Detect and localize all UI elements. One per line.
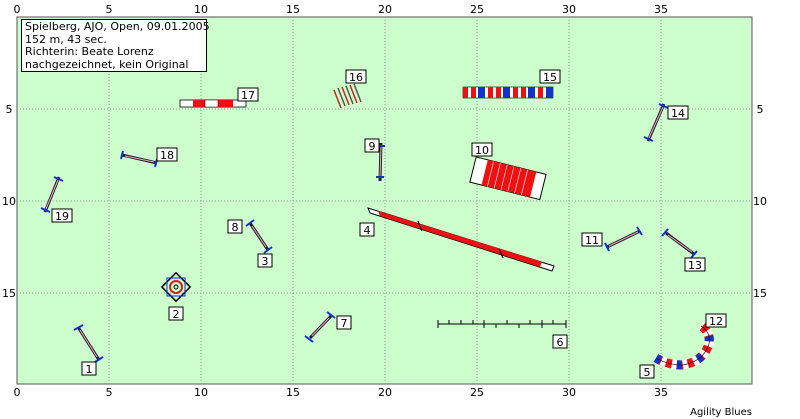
y-tick: 10 xyxy=(2,195,16,208)
obstacle-2-label: 2 xyxy=(173,308,180,321)
x-tick: 15 xyxy=(286,3,300,16)
obstacle-12-label: 12 xyxy=(709,315,723,328)
x-tick: 30 xyxy=(562,386,576,399)
obstacle-5-tunnel xyxy=(653,322,714,370)
x-tick: 35 xyxy=(654,386,668,399)
x-tick: 25 xyxy=(470,386,484,399)
number-box xyxy=(684,257,706,272)
obstacle-2-table xyxy=(160,271,192,303)
x-axis-top: 0 5 10 15 20 25 30 35 xyxy=(14,3,669,16)
number-box xyxy=(51,208,73,223)
obstacle-14-label: 14 xyxy=(671,107,685,120)
obstacle-11-jump xyxy=(604,226,643,252)
obstacle-10-aframe xyxy=(469,156,547,201)
x-tick: 20 xyxy=(378,386,392,399)
obstacle-13-label: 13 xyxy=(688,259,702,272)
info-venue-line: Spielberg, AJO, Open, 09.01.2005 xyxy=(25,20,210,33)
obstacle-16-longjump xyxy=(333,83,362,109)
number-box xyxy=(539,69,561,84)
obstacle-1-label: 1 xyxy=(86,363,93,376)
number-box xyxy=(552,334,568,349)
y-tick: 15 xyxy=(2,287,16,300)
x-tick: 35 xyxy=(654,3,668,16)
x-tick: 0 xyxy=(14,3,21,16)
credit-label: Agility Blues xyxy=(690,407,752,418)
info-length-time-line: 152 m, 43 sec. xyxy=(25,32,107,46)
obstacle-7-jump xyxy=(304,311,336,343)
obstacle-11-label: 11 xyxy=(585,234,599,247)
obstacle-19-jump xyxy=(40,176,64,213)
y-axis-left: 5 10 15 xyxy=(2,103,16,300)
number-box xyxy=(639,364,655,379)
obstacle-5-label: 5 xyxy=(644,366,651,379)
x-tick: 5 xyxy=(106,386,113,399)
obstacle-4-label: 4 xyxy=(364,224,371,237)
grid xyxy=(17,17,752,384)
x-tick: 15 xyxy=(286,386,300,399)
number-box xyxy=(168,306,184,321)
number-box xyxy=(257,253,273,268)
number-box xyxy=(705,313,727,328)
x-tick: 5 xyxy=(106,3,113,16)
obstacle-17-label: 17 xyxy=(241,89,255,102)
x-tick: 30 xyxy=(562,3,576,16)
obstacle-4-dogwalk xyxy=(367,207,555,272)
number-box xyxy=(471,142,493,157)
obstacle-14-jump xyxy=(643,103,669,142)
info-note-line: nachgezeichnet, kein Original xyxy=(25,57,189,71)
number-box xyxy=(237,87,259,102)
y-tick: 5 xyxy=(6,103,13,116)
obstacle-9-label: 9 xyxy=(369,140,376,153)
obstacle-3-jump xyxy=(245,219,273,254)
obstacle-15-tunnel xyxy=(462,86,554,99)
y-tick: 10 xyxy=(753,195,767,208)
number-box xyxy=(364,138,380,153)
number-box xyxy=(336,315,352,330)
number-box xyxy=(667,105,689,120)
number-box xyxy=(81,361,97,376)
obstacle-8-label: 8 xyxy=(232,221,239,234)
y-axis-right: 5 10 15 xyxy=(753,103,767,300)
y-tick: 15 xyxy=(753,287,767,300)
number-box xyxy=(581,232,603,247)
x-tick: 0 xyxy=(14,386,21,399)
number-box xyxy=(345,69,367,84)
number-box xyxy=(156,147,178,162)
number-box xyxy=(359,222,375,237)
obstacle-18-label: 18 xyxy=(160,149,174,162)
obstacle-10-label: 10 xyxy=(475,144,489,157)
obstacle-17-tire xyxy=(179,99,247,108)
obstacle-7-label: 7 xyxy=(341,317,348,330)
obstacle-19-label: 19 xyxy=(55,210,69,223)
obstacle-13-jump xyxy=(661,228,698,259)
x-tick: 10 xyxy=(194,3,208,16)
y-tick: 5 xyxy=(757,103,764,116)
info-judge-line: Richterin: Beate Lorenz xyxy=(25,45,154,58)
obstacle-15-label: 15 xyxy=(543,71,557,84)
obstacle-6-label: 6 xyxy=(557,336,564,349)
x-axis-bottom: 0 5 10 15 20 25 30 35 xyxy=(14,386,669,399)
course-info-box: Spielberg, AJO, Open, 09.01.2005 152 m, … xyxy=(21,19,210,72)
x-tick: 20 xyxy=(378,3,392,16)
x-tick: 10 xyxy=(194,386,208,399)
obstacle-16-label: 16 xyxy=(349,71,363,84)
obstacle-3-label: 3 xyxy=(262,255,269,268)
obstacle-1-jump xyxy=(73,324,104,363)
number-box xyxy=(227,219,243,234)
x-tick: 25 xyxy=(470,3,484,16)
obstacle-6-weave xyxy=(437,320,567,328)
